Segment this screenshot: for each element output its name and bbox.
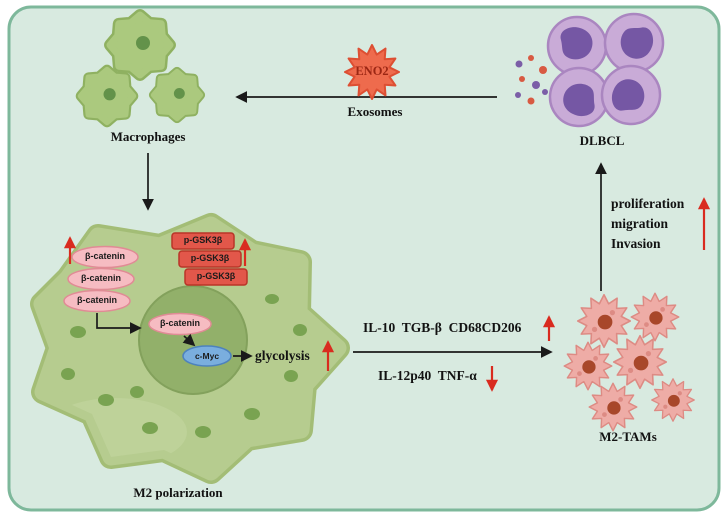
beta-catenin-molecule	[67, 267, 135, 291]
p-gsk3b-molecule	[184, 268, 248, 286]
eno2-burst-icon	[344, 44, 400, 100]
cell-nucleus	[138, 285, 248, 395]
cell-organelle-dots	[61, 294, 307, 438]
proliferation-label: proliferation	[611, 196, 685, 211]
c-myc-label: c-Myc	[194, 351, 220, 361]
beta-catenin-molecule-nuclear	[148, 312, 212, 336]
beta-catenin-label: β-catenin	[81, 273, 121, 283]
p-gsk3b-label: p-GSK3β	[190, 253, 230, 263]
exosome-dots	[515, 55, 548, 105]
p-gsk3b-label: p-GSK3β	[183, 235, 223, 245]
beta-catenin-label: β-catenin	[77, 295, 117, 305]
beta-catenin-molecule	[71, 245, 139, 269]
macrophage-cell	[81, 70, 133, 122]
c-myc-molecule	[182, 345, 232, 367]
m2-tams-label: M2-TAMs	[599, 429, 657, 444]
p-gsk3b-label: p-GSK3β	[196, 271, 236, 281]
m2-polarization-label: M2 polarization	[133, 485, 223, 500]
migration-label: migration	[611, 216, 668, 231]
beta-catenin-stack	[63, 245, 139, 313]
arrow-bcatenin-to-cmyc	[182, 333, 196, 347]
beta-catenin-molecule	[63, 289, 131, 313]
p-gsk3b-stack	[171, 232, 248, 286]
eno2-label: ENO2	[355, 64, 389, 78]
invasion-label: Invasion	[611, 236, 661, 251]
macrophage-cell	[154, 72, 201, 119]
beta-catenin-label: β-catenin	[160, 318, 200, 328]
dlbcl-cell	[546, 15, 608, 77]
glycolysis-label: glycolysis	[255, 348, 310, 363]
dlbcl-label: DLBCL	[579, 133, 625, 148]
beta-catenin-label: β-catenin	[85, 251, 125, 261]
exosomes-label: Exosomes	[347, 104, 403, 119]
cytokines-up-label: IL-10 TGB-β CD68CD206	[363, 320, 522, 335]
p-gsk3b-molecule	[171, 232, 235, 250]
macrophage-cell	[110, 15, 170, 75]
m2-macrophage-cell	[30, 213, 350, 484]
macrophages-label: Macrophages	[110, 129, 186, 144]
black-arrows	[142, 91, 607, 358]
p-gsk3b-molecule	[178, 250, 242, 268]
red-trend-arrows	[63, 197, 711, 392]
arrow-bcatenin-to-nucleus	[96, 313, 142, 334]
cytokines-down-label: IL-12p40 TNF-α	[378, 368, 477, 383]
